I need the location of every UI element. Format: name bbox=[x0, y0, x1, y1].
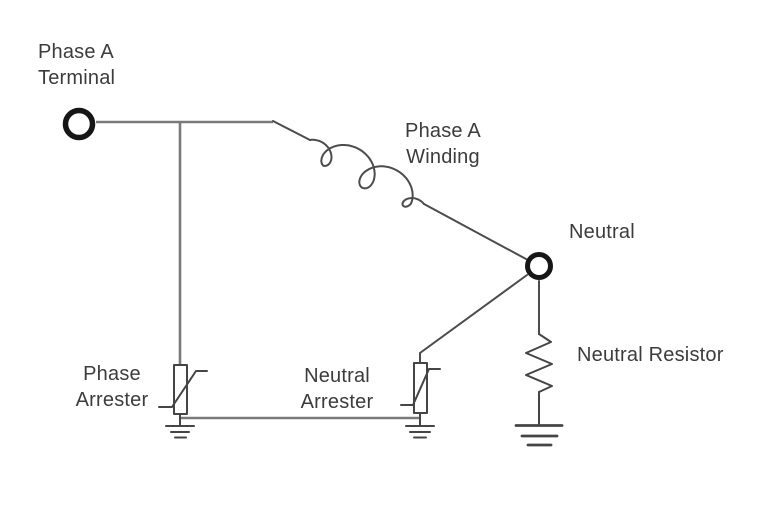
phase-arrester-label: Phase Arrester bbox=[75, 363, 149, 411]
neutral-arrester-symbol bbox=[400, 362, 441, 426]
phase-arrester-symbol bbox=[158, 364, 208, 426]
terminal-nodes bbox=[62, 107, 553, 280]
phase-arrester-body bbox=[173, 364, 188, 415]
resistor-zigzag bbox=[525, 333, 553, 393]
ground-icon bbox=[514, 424, 564, 447]
wire-neutral-to-neutral-arrester bbox=[419, 274, 528, 364]
wire-bend-to-winding bbox=[272, 120, 311, 141]
phase-a-terminal-label: Phase A Terminal bbox=[38, 41, 116, 89]
winding-coil bbox=[309, 138, 425, 208]
phase-a-winding-label: Phase A Winding bbox=[405, 120, 481, 168]
wire-winding-to-neutral bbox=[423, 203, 527, 260]
ground-icon bbox=[405, 425, 435, 439]
neutral-label: Neutral bbox=[569, 221, 635, 243]
connection-wires bbox=[272, 120, 540, 364]
neutral-resistor-symbol bbox=[525, 333, 553, 425]
phase-arrester-diagonal bbox=[158, 370, 208, 408]
ground-icon bbox=[165, 425, 195, 439]
neutral-resistor-label: Neutral Resistor bbox=[577, 344, 724, 366]
bus-wires bbox=[96, 120, 419, 420]
phase-terminal-node bbox=[62, 107, 96, 141]
neutral-node bbox=[525, 252, 553, 280]
neutral-arrester-label: Neutral Arrester bbox=[300, 365, 374, 413]
component-symbols bbox=[158, 333, 564, 447]
neutral-arrester-diagonal bbox=[400, 368, 441, 406]
